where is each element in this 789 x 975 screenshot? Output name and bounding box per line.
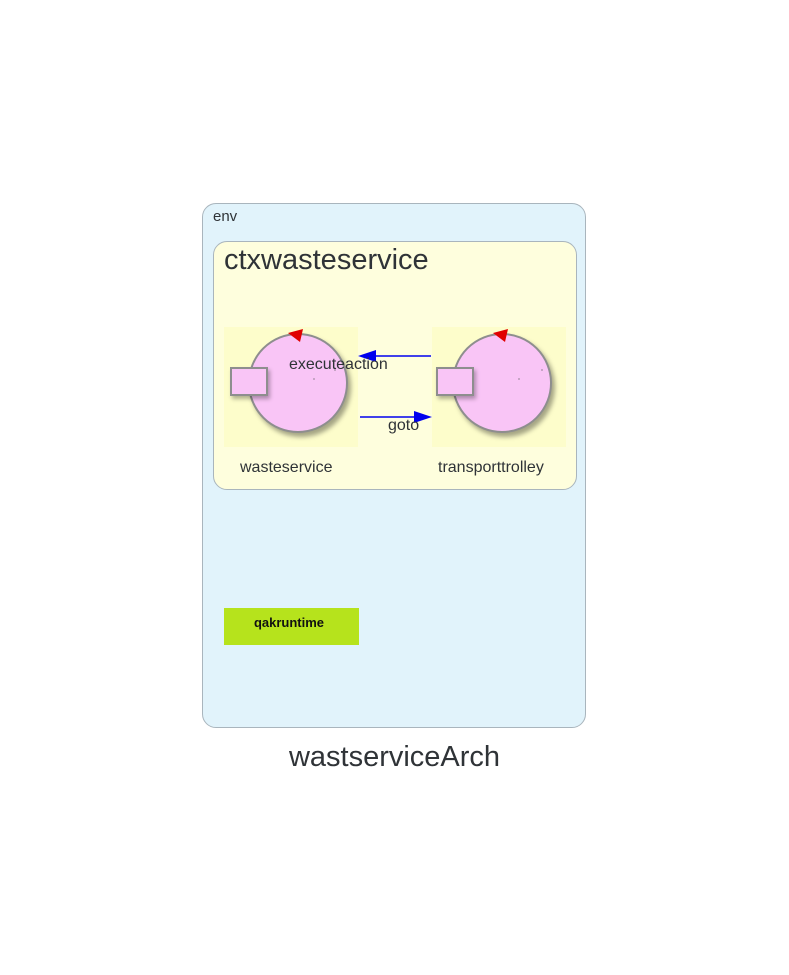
actor-dot xyxy=(334,369,336,371)
env-label: env xyxy=(213,208,238,225)
actor-port-icon xyxy=(230,367,268,396)
actor-dot xyxy=(518,378,520,380)
arrow-goto[interactable] xyxy=(360,411,432,423)
actor-dot xyxy=(541,369,543,371)
message-label-executeaction: executeaction xyxy=(289,356,388,373)
context-node[interactable]: ctxwasteservice wasteservice xyxy=(213,241,577,490)
message-label-goto: goto xyxy=(388,417,420,434)
message-arrows xyxy=(358,350,432,423)
actor-marker-icon xyxy=(288,329,303,342)
actor-name: transporttrolley xyxy=(438,459,544,476)
diagram-title: wastserviceArch xyxy=(288,741,501,773)
arrow-executeaction[interactable] xyxy=(358,350,431,362)
runtime-label: qakruntime xyxy=(253,615,325,630)
env-node[interactable]: env ctxwasteservice wasteservice xyxy=(202,203,586,728)
actor-name: wasteservice xyxy=(240,459,333,476)
runtime-node[interactable]: qakruntime xyxy=(224,608,359,645)
actor-marker-icon xyxy=(493,329,508,342)
context-title: ctxwasteservice xyxy=(224,244,429,276)
actor-dot xyxy=(313,378,315,380)
actor-port-icon xyxy=(436,367,474,396)
